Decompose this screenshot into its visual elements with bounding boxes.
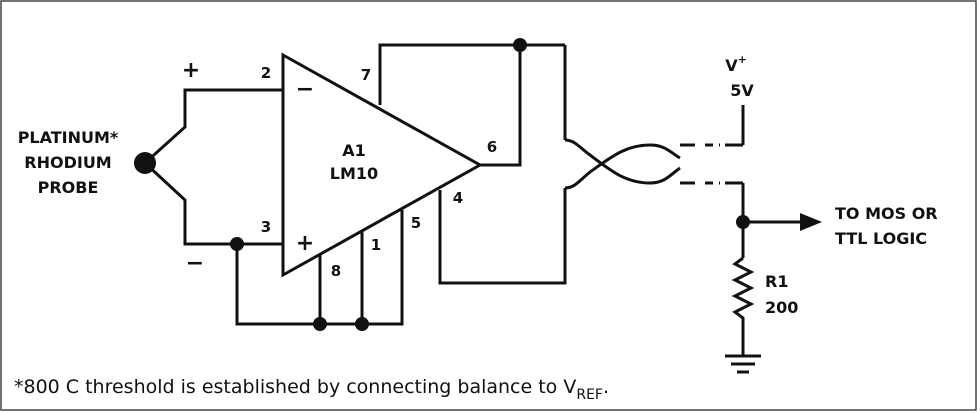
pin-number-3: 3 bbox=[261, 218, 271, 236]
pin-number-4: 4 bbox=[453, 189, 463, 207]
probe-minus-sign: − bbox=[186, 251, 204, 276]
pin-number-7: 7 bbox=[361, 66, 371, 84]
ground-icon bbox=[725, 354, 761, 374]
supply-label: V+ bbox=[725, 53, 747, 75]
resistor-r1 bbox=[731, 256, 755, 355]
pin-number-8: 8 bbox=[331, 262, 341, 280]
output-label-1: TO MOS OR bbox=[835, 204, 938, 223]
amp-name: A1 bbox=[342, 141, 366, 160]
pin8-junction bbox=[313, 317, 327, 331]
supply-value: 5V bbox=[730, 81, 754, 100]
twisted-pair bbox=[564, 138, 743, 190]
pin6-wire bbox=[480, 45, 522, 167]
footnote: *800 C threshold is established by conne… bbox=[14, 376, 609, 403]
inverting-input-sign: − bbox=[296, 77, 314, 102]
probe-node bbox=[134, 152, 156, 174]
pin-number-1: 1 bbox=[371, 236, 381, 254]
noninverting-input-sign: + bbox=[296, 231, 314, 256]
pin7-wire bbox=[378, 43, 520, 105]
pin-number-5: 5 bbox=[411, 214, 421, 232]
op-amp-triangle bbox=[281, 52, 484, 278]
probe-wiring bbox=[134, 88, 283, 246]
pin-number-2: 2 bbox=[261, 64, 271, 82]
probe-plus-sign: + bbox=[182, 58, 200, 83]
output-label-2: TTL LOGIC bbox=[835, 229, 927, 248]
resistor-value: 200 bbox=[765, 298, 798, 317]
probe-label-2: RHODIUM bbox=[24, 153, 111, 172]
pin1-junction bbox=[355, 317, 369, 331]
output-arrow-icon bbox=[800, 213, 822, 231]
pin-number-6: 6 bbox=[487, 138, 497, 156]
resistor-name: R1 bbox=[765, 272, 788, 291]
probe-label-1: PLATINUM* bbox=[18, 128, 119, 147]
probe-label-3: PROBE bbox=[38, 178, 99, 197]
amp-part: LM10 bbox=[330, 164, 378, 183]
pin4-wire bbox=[438, 188, 567, 285]
